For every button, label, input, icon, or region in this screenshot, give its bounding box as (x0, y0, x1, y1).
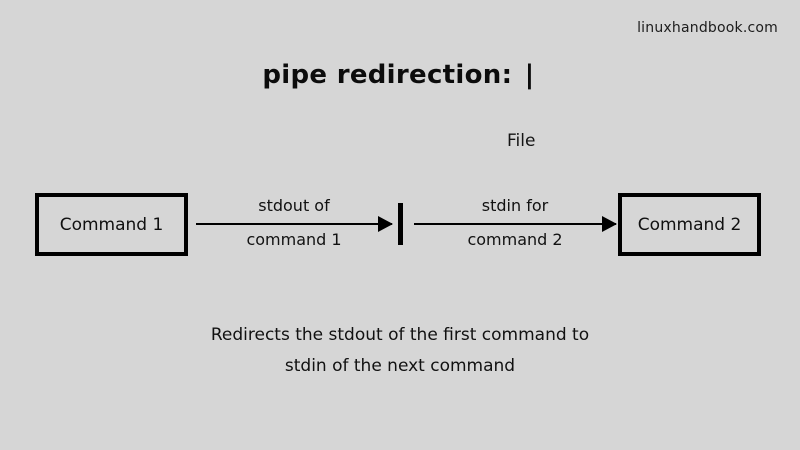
page-title: pipe redirection: | (0, 60, 800, 90)
command-1-label: Command 1 (59, 214, 164, 235)
stdout-arrow-label-below: command 1 (246, 230, 342, 249)
stdin-arrow: stdin for command 2 (414, 192, 617, 262)
caption-line-1: Redirects the stdout of the first comman… (210, 325, 590, 345)
command-2-box: Command 2 (618, 193, 761, 256)
stdout-arrow-line (196, 223, 392, 225)
caption-line-2: stdin of the next command (284, 356, 516, 376)
watermark-linuxhandbook: linuxhandbook.com (637, 20, 778, 36)
stdin-arrow-line (414, 223, 616, 225)
command-1-box: Command 1 (35, 193, 188, 256)
stdin-arrow-label-below: command 2 (467, 230, 563, 249)
stdin-arrow-head-icon (602, 216, 617, 232)
caption: Redirects the stdout of the first comman… (0, 320, 800, 382)
page-title-text: pipe redirection: (262, 60, 522, 90)
pipe-symbol-icon (398, 203, 403, 245)
file-label: File (507, 131, 536, 151)
command-2-label: Command 2 (637, 214, 742, 235)
stdin-arrow-label-above: stdin for (481, 196, 549, 215)
stdout-arrow-head-icon (378, 216, 393, 232)
stdout-arrow-label-above: stdout of (258, 196, 330, 215)
stdout-arrow: stdout of command 1 (196, 192, 393, 262)
pipe-icon-title: | (521, 60, 538, 90)
